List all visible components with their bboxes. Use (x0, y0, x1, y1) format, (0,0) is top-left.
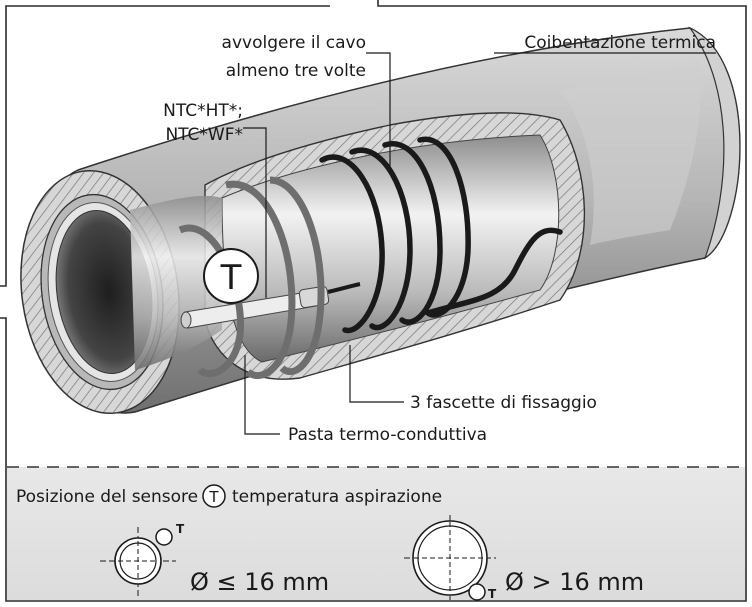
option-large-pipe: T Ø > 16 mm (404, 515, 644, 601)
large-pipe-sensor-circle (468, 583, 486, 601)
small-pipe-sensor-mark: T (176, 522, 185, 536)
heating-cable (319, 136, 563, 334)
label-clamps: 3 fascette di fissaggio (410, 393, 597, 413)
label-paste: Pasta termo-conduttiva (288, 425, 487, 445)
footer-title-before: Posizione del sensore (16, 487, 198, 507)
label-insulation: Coibentazione termica (524, 33, 716, 53)
label-cable-wrap-1: avvolgere il cavo (222, 33, 366, 53)
fixing-clamps (178, 176, 325, 379)
sensor-symbol: T (220, 258, 242, 298)
footer-title-symbol-circle (202, 484, 226, 508)
label-sensor-1: NTC*HT*; (163, 101, 243, 121)
label-cable-wrap-2: almeno tre volte (226, 61, 366, 81)
large-pipe-sensor-mark: T (488, 587, 497, 601)
footer-title-after: temperatura aspirazione (232, 487, 442, 507)
large-pipe-label: Ø > 16 mm (505, 568, 644, 596)
leader-lines (243, 52, 716, 435)
pipe-illustration: T (20, 26, 741, 415)
label-sensor-2: NTC*WF* (165, 125, 243, 145)
footer-title: Posizione del sensore T temperatura aspi… (16, 484, 442, 508)
footer-title-symbol: T (208, 488, 219, 506)
sensor-symbol-circle (203, 248, 259, 304)
small-pipe-sensor-circle (155, 528, 173, 546)
option-small-pipe: T Ø ≤ 16 mm (100, 522, 329, 598)
small-pipe-label: Ø ≤ 16 mm (190, 568, 329, 596)
